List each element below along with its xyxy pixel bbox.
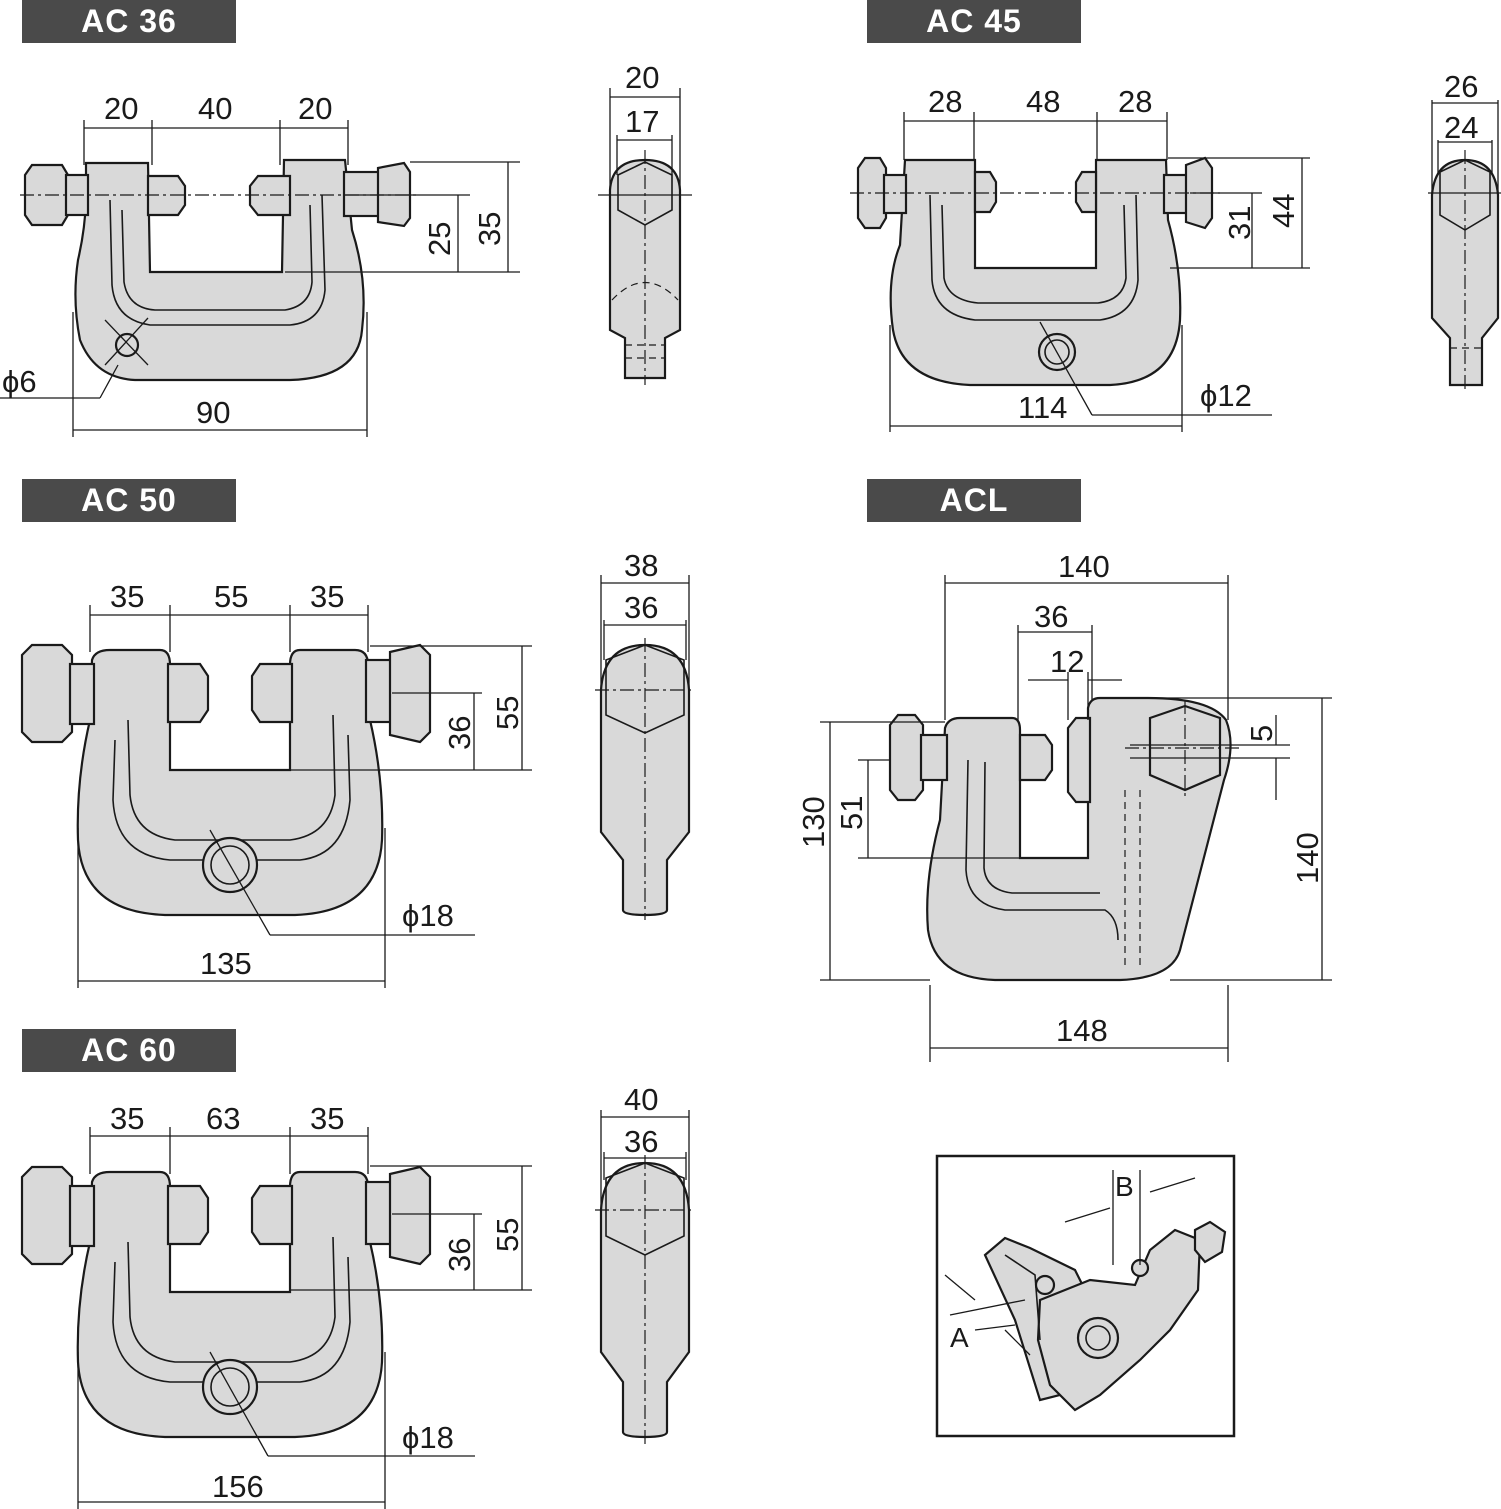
ac45-dim-side-w1: 26 bbox=[1444, 69, 1478, 104]
ac36-dim-h2: 35 bbox=[472, 212, 507, 246]
ac50-front-view: 35 55 35 36 55 135 ϕ18 bbox=[20, 579, 532, 988]
ac36-dim-side-w2: 17 bbox=[625, 104, 659, 139]
ac36-dimensions: 20 40 20 25 35 90 ϕ6 bbox=[0, 91, 520, 437]
ac60-dim-d3: 35 bbox=[310, 1101, 344, 1136]
acl-dim-130: 130 bbox=[796, 796, 831, 848]
ac36-dim-h1: 25 bbox=[422, 222, 457, 256]
ac60-dim-width: 156 bbox=[212, 1469, 264, 1504]
ac45-dim-d3: 28 bbox=[1118, 84, 1152, 119]
ac36-side-view: 20 17 bbox=[598, 60, 692, 385]
acl-dim-51: 51 bbox=[834, 796, 869, 830]
label-ac60: AC 60 bbox=[22, 1029, 236, 1072]
ac36-dim-hole: ϕ6 bbox=[2, 364, 37, 399]
ac50-dim-d2: 55 bbox=[214, 579, 248, 614]
inset-label-a: A bbox=[950, 1322, 969, 1353]
ac60-dim-d1: 35 bbox=[110, 1101, 144, 1136]
acl-dim-36: 36 bbox=[1034, 599, 1068, 634]
ac50-dim-h1: 36 bbox=[442, 716, 477, 750]
acl-dim-140: 140 bbox=[1290, 832, 1325, 884]
ac45-dimensions: 28 48 28 31 44 114 ϕ12 bbox=[889, 84, 1310, 432]
ac36-front-view: 20 40 20 25 35 90 ϕ6 bbox=[0, 91, 520, 437]
ac60-dim-h2: 55 bbox=[490, 1218, 525, 1252]
ac45-dim-h1: 31 bbox=[1222, 206, 1257, 240]
ac50-dim-h2: 55 bbox=[490, 696, 525, 730]
ac60-dim-side-w1: 40 bbox=[624, 1082, 658, 1117]
ac45-dim-d2: 48 bbox=[1026, 84, 1060, 119]
ac45-dim-width: 114 bbox=[1018, 390, 1067, 425]
ac60-front-view: 35 63 35 36 55 156 ϕ18 bbox=[20, 1101, 532, 1509]
ac50-dim-d1: 35 bbox=[110, 579, 144, 614]
ac60-dim-side-w2: 36 bbox=[624, 1124, 658, 1159]
ac36-dim-width: 90 bbox=[196, 395, 230, 430]
ac60-dim-hole: ϕ18 bbox=[402, 1420, 454, 1455]
ac45-side-view: 26 24 bbox=[1428, 69, 1501, 390]
acl-front-view: 140 36 12 5 130 51 140 bbox=[796, 549, 1332, 1062]
ac50-dimensions: 35 55 35 36 55 135 ϕ18 bbox=[77, 579, 532, 988]
ac45-dim-d1: 28 bbox=[928, 84, 962, 119]
ac60-dim-d2: 63 bbox=[206, 1101, 240, 1136]
ac50-side-view: 38 36 bbox=[595, 548, 695, 920]
ac50-dim-d3: 35 bbox=[310, 579, 344, 614]
inset-label-b: B bbox=[1115, 1171, 1134, 1202]
ac36-dim-d3: 20 bbox=[298, 91, 332, 126]
label-ac36: AC 36 bbox=[22, 0, 236, 43]
acl-dim-12: 12 bbox=[1050, 644, 1084, 679]
label-ac50: AC 50 bbox=[22, 479, 236, 522]
ac60-side-view: 40 36 bbox=[595, 1082, 695, 1445]
acl-dim-top: 140 bbox=[1058, 549, 1110, 584]
ac36-dim-side-w1: 20 bbox=[625, 60, 659, 95]
label-ac45: AC 45 bbox=[867, 0, 1081, 43]
label-acl: ACL bbox=[867, 479, 1081, 522]
ac45-front-view: 28 48 28 31 44 114 ϕ12 bbox=[850, 84, 1310, 432]
ac36-dim-d2: 40 bbox=[198, 91, 232, 126]
acl-dim-bottom: 148 bbox=[1056, 1013, 1108, 1048]
ac60-dim-h1: 36 bbox=[442, 1238, 477, 1272]
ac45-dim-h2: 44 bbox=[1266, 194, 1301, 228]
acl-dimensions: 140 36 12 5 130 51 140 bbox=[796, 549, 1332, 1062]
ac60-dimensions: 35 63 35 36 55 156 ϕ18 bbox=[77, 1101, 532, 1509]
ac50-dim-side-w2: 36 bbox=[624, 590, 658, 625]
acl-inset-view: B A bbox=[935, 1154, 1236, 1438]
ac50-dim-width: 135 bbox=[200, 946, 252, 981]
acl-dim-5: 5 bbox=[1244, 725, 1279, 742]
ac45-dim-side-w2: 24 bbox=[1444, 110, 1478, 145]
ac36-dim-d1: 20 bbox=[104, 91, 138, 126]
ac50-dim-hole: ϕ18 bbox=[402, 898, 454, 933]
ac45-dim-hole: ϕ12 bbox=[1200, 378, 1252, 413]
ac50-dim-side-w1: 38 bbox=[624, 548, 658, 583]
